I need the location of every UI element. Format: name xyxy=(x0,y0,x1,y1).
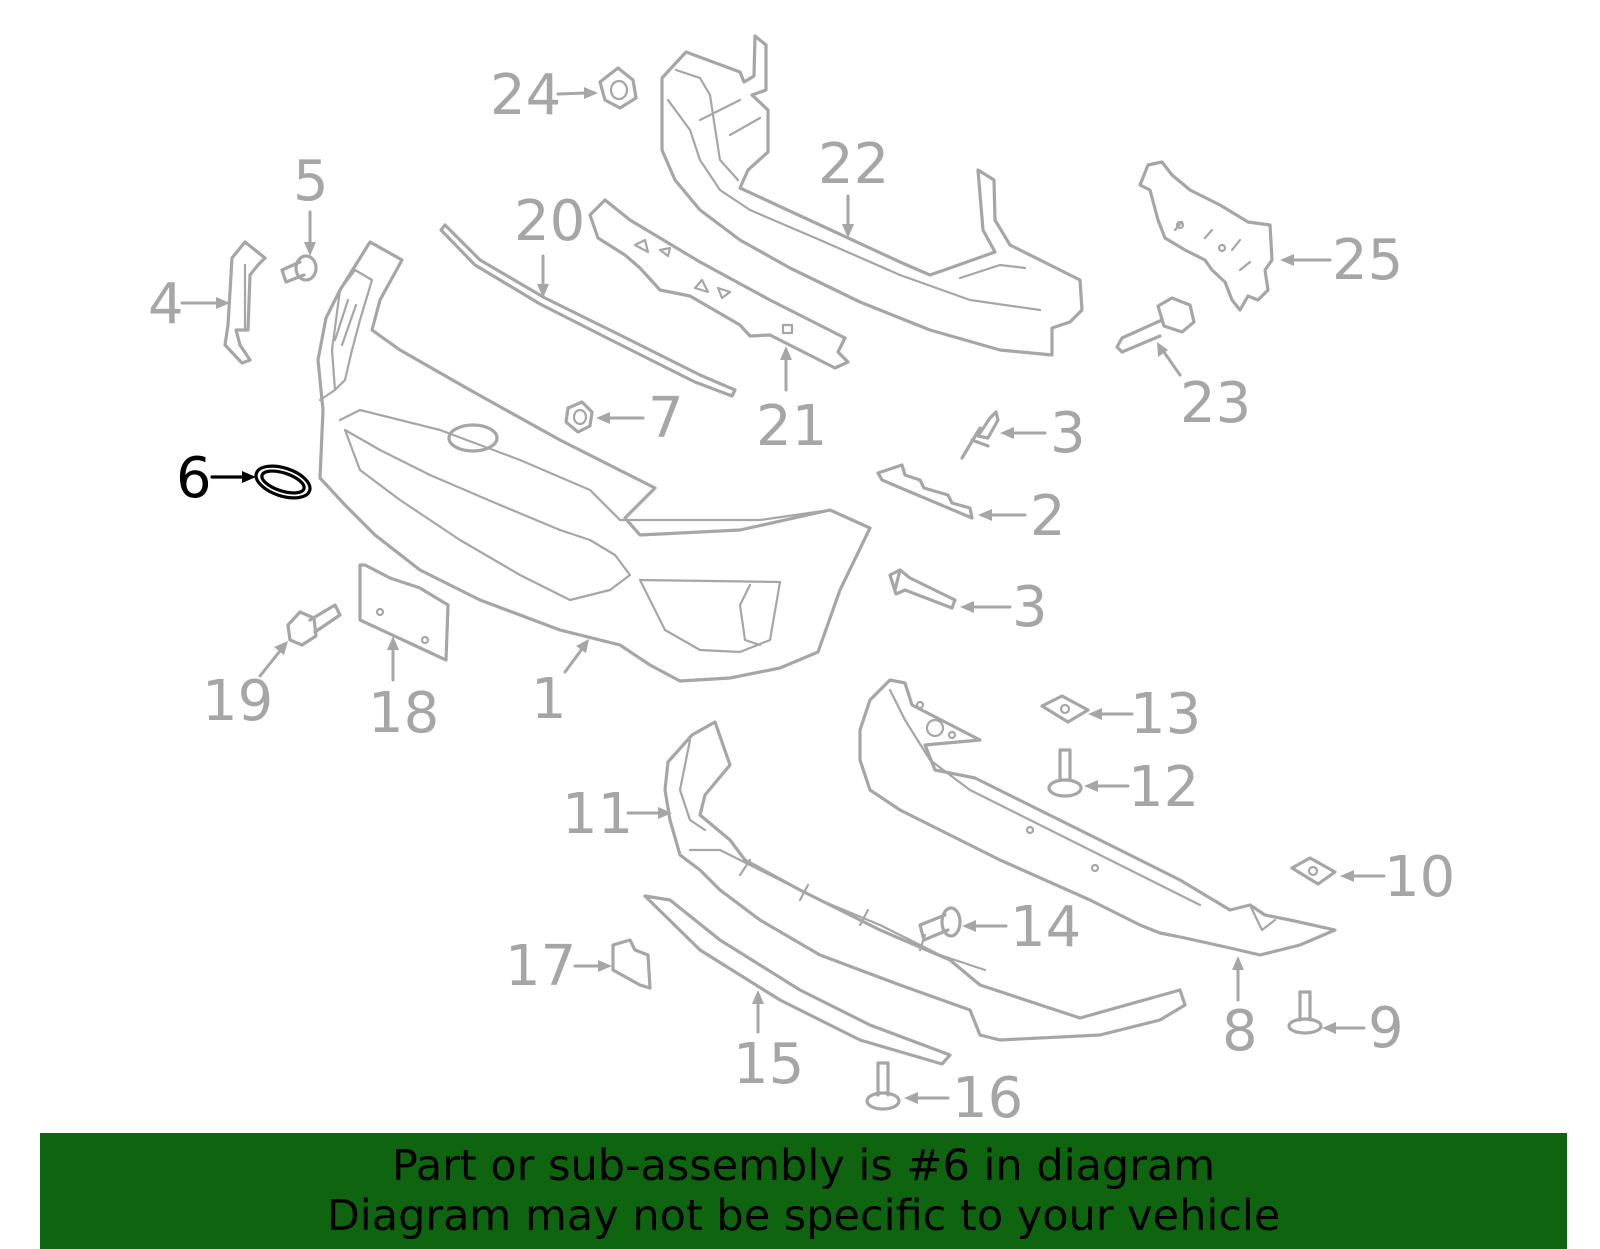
part-8-lower-deflector[interactable] xyxy=(858,678,1337,957)
part-9-bolt[interactable] xyxy=(1287,990,1323,1035)
callout-8: 8 xyxy=(1222,999,1258,1064)
part-24-nut[interactable] xyxy=(598,66,638,110)
part-22-beam[interactable] xyxy=(660,34,1084,357)
leader-lines xyxy=(180,87,1386,1104)
callout-2: 2 xyxy=(1030,484,1066,549)
callout-23: 23 xyxy=(1180,371,1251,436)
callout-24: 24 xyxy=(490,63,561,128)
part-7-nut[interactable] xyxy=(564,400,594,434)
callout-1: 1 xyxy=(531,667,567,732)
part-16-bolt[interactable] xyxy=(865,1061,901,1111)
callout-16: 16 xyxy=(952,1066,1023,1131)
part-15-strip[interactable] xyxy=(643,894,952,1066)
callout-20: 20 xyxy=(514,189,585,254)
callout-25: 25 xyxy=(1332,228,1403,293)
part-20-molding[interactable] xyxy=(439,223,737,398)
part-25-side-bracket[interactable] xyxy=(1138,160,1274,312)
part-18-plate-bracket[interactable] xyxy=(358,563,450,662)
part-21-reinforcement[interactable] xyxy=(588,198,850,370)
callout-5: 5 xyxy=(293,149,329,214)
part-14-bolt[interactable] xyxy=(918,906,962,942)
part-11-lower-grille[interactable] xyxy=(663,720,1187,1042)
part-19-bolt[interactable] xyxy=(286,603,342,647)
callout-3-upper: 3 xyxy=(1050,401,1086,466)
callout-6-highlighted: 6 xyxy=(176,446,212,511)
info-banner: Part or sub-assembly is #6 in diagram Di… xyxy=(40,1133,1567,1249)
callout-3-lower: 3 xyxy=(1012,575,1048,640)
callout-17: 17 xyxy=(505,934,576,999)
callout-7: 7 xyxy=(648,386,684,451)
callout-22: 22 xyxy=(818,132,889,197)
part-4-side-bracket[interactable] xyxy=(223,240,267,365)
callout-12: 12 xyxy=(1128,755,1199,820)
callout-21: 21 xyxy=(756,394,827,459)
part-12-bolt[interactable] xyxy=(1047,748,1083,798)
part-3-rivet-lower[interactable] xyxy=(888,568,957,610)
callout-19: 19 xyxy=(202,669,273,734)
callout-9: 9 xyxy=(1368,996,1404,1061)
part-3-rivet-upper[interactable] xyxy=(960,410,1000,460)
callout-11: 11 xyxy=(562,782,633,847)
part-13-clip[interactable] xyxy=(1040,694,1090,724)
part-23-bolt[interactable] xyxy=(1115,296,1196,354)
banner-line-1: Part or sub-assembly is #6 in diagram xyxy=(391,1141,1216,1191)
callout-13: 13 xyxy=(1130,682,1201,747)
part-1-bumper-cover[interactable] xyxy=(316,240,872,683)
banner-line-2: Diagram may not be specific to your vehi… xyxy=(326,1191,1281,1241)
part-10-clip[interactable] xyxy=(1290,856,1337,886)
callout-18: 18 xyxy=(368,681,439,746)
callout-15: 15 xyxy=(733,1032,804,1097)
callout-labels: 24 5 22 20 25 4 23 7 21 3 6 2 3 19 18 1 … xyxy=(148,63,1455,1131)
part-6-highlighted[interactable] xyxy=(252,460,314,504)
part-5-screw[interactable] xyxy=(280,254,318,284)
callout-10: 10 xyxy=(1384,845,1455,910)
callout-14: 14 xyxy=(1010,895,1081,960)
callout-4: 4 xyxy=(148,272,184,337)
part-17-clip[interactable] xyxy=(611,938,652,990)
part-2-bracket[interactable] xyxy=(876,463,974,520)
